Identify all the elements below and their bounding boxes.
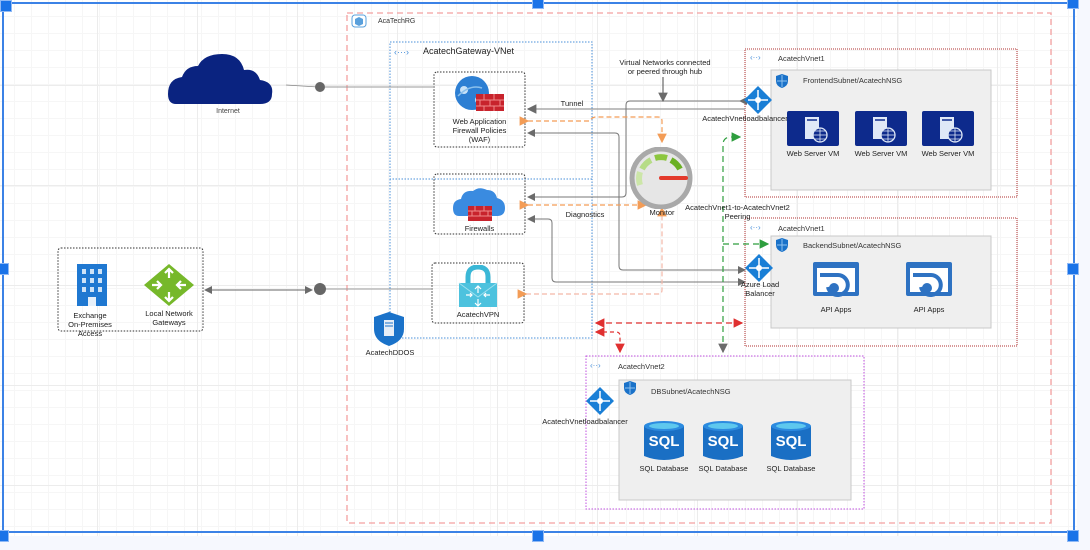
- vnet-icon: ‹··›: [750, 53, 761, 62]
- azure-load-balancer-icon[interactable]: [745, 254, 773, 282]
- sql-database-icon[interactable]: SQL: [702, 420, 744, 462]
- firewalls-label: Firewalls: [464, 224, 495, 233]
- hub-note: Virtual Networks connected or peered thr…: [605, 58, 725, 76]
- local-network-gateway-icon: [144, 264, 194, 306]
- gateway-vnet-boundary-lower: [389, 179, 593, 339]
- gateway-vnet-boundary[interactable]: [389, 41, 593, 180]
- internet-connector-dot: [315, 82, 325, 92]
- firewall-cloud-icon: [453, 188, 505, 221]
- peering-link: [718, 132, 742, 354]
- azure-lb-label-line: Azure Load: [740, 280, 780, 289]
- resource-group-icon: [351, 14, 367, 28]
- red-link-vnet2: [594, 327, 625, 354]
- resize-handle-right[interactable]: [1067, 263, 1079, 275]
- vm-icon[interactable]: [922, 111, 974, 146]
- monitor-label: Monitor: [649, 208, 675, 217]
- resource-group-boundary[interactable]: [346, 12, 1052, 524]
- resource-group-label: AcaTechRG: [378, 18, 416, 25]
- db-subnet-label: DBSubnet/AcatechNSG: [651, 387, 731, 396]
- vnet2-label: AcatechVnet2: [618, 362, 665, 371]
- api-apps-label: API Apps: [913, 305, 945, 314]
- vnet2-boundary[interactable]: [585, 355, 865, 510]
- diagnostics-vpn-link: [517, 206, 667, 299]
- azure-lb-label: Azure Load Balancer: [735, 280, 785, 298]
- vnet2-load-balancer-icon[interactable]: [586, 387, 614, 415]
- exchange-label: Exchange On-Premises Access: [58, 311, 122, 338]
- resize-handle-bottom[interactable]: [532, 530, 544, 542]
- vnet1-backend-label: AcatechVnet1: [778, 224, 825, 233]
- resize-handle-top[interactable]: [532, 0, 544, 9]
- vnet1-frontend-label: AcatechVnet1: [778, 54, 825, 63]
- vnet-icon: ‹···›: [394, 47, 409, 57]
- sql-glyph: SQL: [775, 433, 807, 450]
- exchange-label-line: Exchange: [73, 311, 107, 320]
- tunnel-label: Tunnel: [560, 99, 584, 108]
- waf-node-box[interactable]: [433, 71, 526, 148]
- vnet1-frontend-boundary[interactable]: [744, 48, 1018, 198]
- web-server-vm-label: Web Server VM: [854, 149, 908, 158]
- onprem-connector-dot: [314, 283, 326, 295]
- sql-glyph: SQL: [648, 433, 680, 450]
- vm-icon[interactable]: [787, 111, 839, 146]
- ddos-label: AcatechDDOS: [365, 348, 415, 357]
- vnet-icon: ‹··›: [750, 223, 761, 232]
- sql-database-icon[interactable]: SQL: [643, 420, 685, 462]
- firewalls-node-box[interactable]: [433, 173, 526, 235]
- resize-handle-top-left[interactable]: [0, 0, 12, 12]
- azure-lb-label-line: Balancer: [745, 289, 775, 298]
- nsg-shield-icon: [776, 74, 788, 88]
- monitor-gauge-icon: [629, 147, 693, 209]
- api-app-icon[interactable]: [812, 261, 860, 301]
- gateway-vnet-label: AcatechGateway-VNet: [423, 46, 515, 56]
- peering-label-line: AcatechVnet1-to-AcatechVnet2: [685, 203, 790, 212]
- internet-label: Internet: [216, 108, 240, 115]
- web-server-vm-label: Web Server VM: [921, 149, 975, 158]
- vnet-icon: ‹··›: [590, 361, 601, 370]
- api-apps-label: API Apps: [820, 305, 852, 314]
- nsg-shield-icon: [776, 238, 788, 252]
- hub-note-line: or peered through hub: [627, 67, 703, 76]
- peering-label-line: Peering: [724, 212, 751, 221]
- resize-handle-top-right[interactable]: [1067, 0, 1079, 9]
- diagnostics-waf-link: [519, 116, 667, 144]
- sql-database-label: SQL Database: [639, 464, 689, 473]
- sql-database-icon[interactable]: SQL: [770, 420, 812, 462]
- resize-handle-bottom-right[interactable]: [1067, 530, 1079, 542]
- backend-subnet-label: BackendSubnet/AcatechNSG: [803, 241, 902, 250]
- exchange-label-line: Access: [77, 329, 103, 338]
- hub-note-line: Virtual Networks connected: [619, 58, 711, 67]
- waf-label-line: (WAF): [468, 135, 491, 144]
- waf-label-line: Firewall Policies: [452, 126, 507, 135]
- exchange-label-line: On-Premises: [68, 320, 112, 329]
- onprem-node-box[interactable]: [57, 247, 204, 332]
- nsg-shield-icon: [624, 381, 636, 395]
- frontend-subnet-label: FrontendSubnet/AcatechNSG: [803, 76, 903, 85]
- vm-icon[interactable]: [855, 111, 907, 146]
- resize-handle-bottom-left[interactable]: [0, 530, 9, 542]
- peering-label: AcatechVnet1-to-AcatechVnet2 Peering: [680, 203, 795, 221]
- sql-database-label: SQL Database: [766, 464, 816, 473]
- waf-label-line: Web Application: [452, 117, 507, 126]
- cloud-icon: [168, 54, 273, 104]
- waf-globe-firewall-icon: [455, 76, 504, 111]
- vnet2-lb-label: AcatechVnetloadbalancer: [542, 417, 628, 426]
- vpn-lock-icon: [458, 265, 498, 307]
- waf-label: Web Application Firewall Policies (WAF): [434, 117, 525, 144]
- sql-database-label: SQL Database: [698, 464, 748, 473]
- load-balancer-icon[interactable]: [744, 86, 772, 114]
- diagnostics-label: Diagnostics: [565, 210, 605, 219]
- vnet1-lb-label: AcatechVnetloadbalancer: [702, 114, 788, 123]
- lng-label-line: Local Network: [145, 309, 193, 318]
- lng-label: Local Network Gateways: [138, 309, 200, 327]
- ddos-shield-icon: [374, 312, 404, 346]
- sql-glyph: SQL: [707, 433, 739, 450]
- building-icon: [77, 264, 107, 306]
- lng-label-line: Gateways: [152, 318, 186, 327]
- api-app-icon[interactable]: [905, 261, 953, 301]
- backend-subnet-box[interactable]: [770, 235, 992, 329]
- vpn-label: AcatechVPN: [456, 310, 500, 319]
- resize-handle-left[interactable]: [0, 263, 9, 275]
- web-server-vm-label: Web Server VM: [786, 149, 840, 158]
